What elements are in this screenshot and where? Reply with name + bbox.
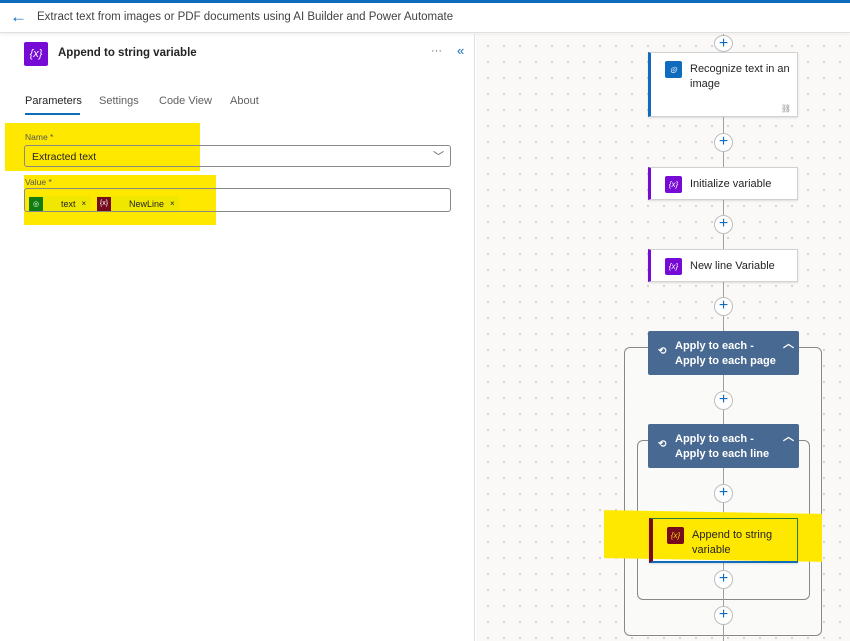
add-step-button[interactable]: + <box>714 391 733 410</box>
link-icon: ⛓ <box>780 104 791 113</box>
collapse-panel-button[interactable]: « <box>457 43 465 58</box>
ai-builder-icon: ◎ <box>29 196 43 211</box>
action-label: Recognize text in an image <box>690 63 790 90</box>
action-initialize-variable[interactable]: {x} Initialize variable <box>648 167 798 200</box>
tab-code-view[interactable]: Code View <box>159 95 212 107</box>
add-step-button[interactable]: + <box>714 484 733 503</box>
variable-icon: {x} <box>24 42 48 66</box>
add-step-button[interactable]: + <box>714 570 733 589</box>
add-step-button[interactable]: + <box>714 215 733 234</box>
action-append-to-string-variable[interactable]: {x} Append to string variable <box>649 518 798 563</box>
name-dropdown[interactable]: Extracted text ﹀ <box>24 145 451 167</box>
top-accent-bar <box>0 0 850 3</box>
tab-settings[interactable]: Settings <box>99 95 139 107</box>
add-step-button[interactable]: + <box>714 133 733 152</box>
remove-token-icon[interactable]: × <box>81 199 87 208</box>
action-new-line-variable[interactable]: {x} New line Variable <box>648 249 798 282</box>
variable-icon: {x} <box>665 176 682 193</box>
header: ← Extract text from images or PDF docume… <box>0 3 850 33</box>
collapse-chevron-icon[interactable]: ︿ <box>783 338 794 350</box>
tab-about[interactable]: About <box>230 95 259 107</box>
add-step-button[interactable]: + <box>714 35 733 52</box>
name-value: Extracted text <box>32 151 97 163</box>
action-label: Initialize variable <box>690 178 772 190</box>
loop-label: Apply to each - Apply to each line <box>675 433 770 460</box>
token-label: text <box>61 198 76 209</box>
loop-icon: ⟲ <box>658 439 667 450</box>
token-newline[interactable]: {x} NewLine × <box>97 196 179 211</box>
action-label: Append to string variable <box>692 529 773 556</box>
back-arrow-icon[interactable]: ← <box>10 7 27 26</box>
ai-builder-icon: ◎ <box>665 61 682 78</box>
loop-apply-to-each-page[interactable]: ⟲ Apply to each - Apply to each page ︿ <box>648 331 799 375</box>
flow-title: Extract text from images or PDF document… <box>37 11 454 23</box>
active-tab-indicator <box>25 113 80 115</box>
variable-icon: {x} <box>665 258 682 275</box>
action-label: New line Variable <box>690 260 775 272</box>
action-details-panel: {x} Append to string variable ··· « Para… <box>0 34 475 641</box>
loop-icon: ⟲ <box>658 346 667 357</box>
remove-token-icon[interactable]: × <box>170 199 175 208</box>
loop-apply-to-each-line[interactable]: ⟲ Apply to each - Apply to each line ︿ <box>648 424 799 468</box>
token-label: NewLine <box>129 198 165 209</box>
action-recognize-text[interactable]: ◎ Recognize text in an image ⛓ <box>648 52 798 117</box>
variable-icon: {x} <box>667 527 684 544</box>
connector-line <box>723 562 724 641</box>
highlight <box>5 123 200 171</box>
chevron-down-icon: ﹀ <box>433 151 444 163</box>
add-step-button[interactable]: + <box>714 297 733 316</box>
token-text[interactable]: ◎ text × <box>29 196 91 211</box>
tab-parameters[interactable]: Parameters <box>25 95 82 107</box>
value-input[interactable]: ◎ text × {x} NewLine × <box>24 188 451 212</box>
variable-icon: {x} <box>97 196 111 211</box>
more-options-button[interactable]: ··· <box>431 45 442 57</box>
name-label: Name * <box>25 132 54 142</box>
loop-label: Apply to each - Apply to each page <box>675 340 776 367</box>
value-label: Value * <box>25 177 52 187</box>
add-step-button[interactable]: + <box>714 606 733 625</box>
collapse-chevron-icon[interactable]: ︿ <box>783 431 794 443</box>
action-title: Append to string variable <box>58 47 197 59</box>
